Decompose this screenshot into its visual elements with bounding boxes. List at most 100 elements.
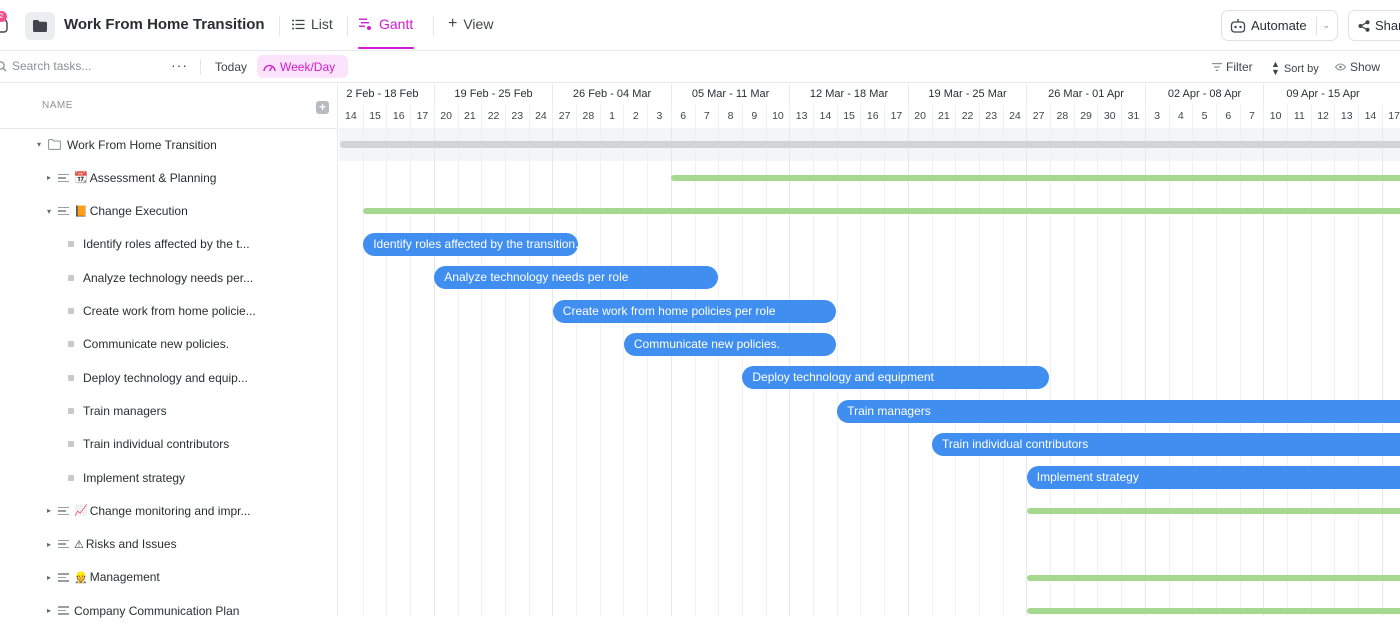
- week-label: 05 Mar - 11 Mar: [671, 84, 790, 105]
- day-label: 3: [647, 105, 671, 128]
- project-title: Work From Home Transition: [64, 16, 265, 33]
- automate-button[interactable]: Automate ⌄: [1221, 10, 1338, 41]
- day-label: 13: [789, 105, 813, 128]
- show-button[interactable]: Show: [1335, 60, 1380, 74]
- list-emoji-icon: 📆: [74, 171, 88, 184]
- search-input[interactable]: Search tasks...: [0, 59, 91, 73]
- week-day-scale-button[interactable]: Week/Day: [257, 55, 348, 78]
- task-status-icon[interactable]: [68, 441, 74, 447]
- week-label: 19 Mar - 25 Mar: [908, 84, 1027, 105]
- day-label: 13: [1334, 105, 1358, 128]
- row-label: Change Execution: [90, 204, 188, 218]
- caret-right-icon[interactable]: ▸: [44, 573, 54, 582]
- day-label: 15: [363, 105, 387, 128]
- list-row[interactable]: ▸📈Change monitoring and impr...: [0, 494, 338, 527]
- list-progress-bar[interactable]: [1027, 575, 1400, 581]
- caret-down-icon[interactable]: ▾: [44, 207, 54, 216]
- task-row[interactable]: Deploy technology and equip...: [0, 361, 338, 394]
- divider: [1316, 17, 1317, 35]
- task-bar[interactable]: Communicate new policies.: [624, 333, 836, 356]
- task-bar[interactable]: Train individual contributors: [932, 433, 1400, 456]
- day-gridline: [600, 128, 601, 616]
- day-label: 8: [718, 105, 742, 128]
- caret-right-icon[interactable]: ▸: [44, 606, 54, 615]
- sort-label: Sort by: [1284, 63, 1319, 75]
- list-row[interactable]: ▸⚠Risks and Issues: [0, 528, 338, 561]
- task-status-icon[interactable]: [68, 341, 74, 347]
- caret-right-icon[interactable]: ▸: [44, 173, 54, 182]
- tab-gantt[interactable]: Gantt: [359, 16, 413, 32]
- row-label: Analyze technology needs per...: [83, 271, 253, 285]
- day-gridline: [1287, 128, 1288, 616]
- row-label: Change monitoring and impr...: [90, 504, 251, 518]
- day-gridline: [1074, 128, 1075, 616]
- inbox-icon[interactable]: 2: [0, 14, 12, 34]
- task-row[interactable]: Train individual contributors: [0, 428, 338, 461]
- week-label: 26 Mar - 01 Apr: [1026, 84, 1145, 105]
- task-status-icon[interactable]: [68, 308, 74, 314]
- list-progress-bar[interactable]: [363, 208, 1400, 214]
- task-row[interactable]: Analyze technology needs per...: [0, 261, 338, 294]
- list-row[interactable]: ▾📙Change Execution: [0, 195, 338, 228]
- add-view-button[interactable]: + View: [448, 16, 493, 32]
- day-label: 31: [1121, 105, 1145, 128]
- list-row[interactable]: ▸📆Assessment & Planning: [0, 161, 338, 194]
- task-bar[interactable]: Deploy technology and equipment: [742, 366, 1049, 389]
- chevron-down-icon[interactable]: ⌄: [1323, 20, 1331, 31]
- caret-right-icon[interactable]: ▸: [44, 506, 54, 515]
- day-gridline: [410, 128, 411, 616]
- folder-summary-bar[interactable]: [340, 141, 1400, 148]
- day-label: 24: [1003, 105, 1027, 128]
- task-bar[interactable]: Implement strategy: [1027, 466, 1400, 489]
- folder-icon[interactable]: [25, 12, 55, 40]
- day-gridline: [1097, 128, 1098, 616]
- today-button[interactable]: Today: [215, 60, 247, 74]
- day-label: 30: [1097, 105, 1121, 128]
- list-progress-bar[interactable]: [1027, 508, 1400, 514]
- week-label: 2 Feb - 18 Feb: [339, 84, 434, 105]
- day-label: 17: [410, 105, 434, 128]
- task-row[interactable]: Train managers: [0, 394, 338, 427]
- task-row[interactable]: Identify roles affected by the t...: [0, 228, 338, 261]
- task-status-icon[interactable]: [68, 475, 74, 481]
- day-label: 17: [884, 105, 908, 128]
- task-status-icon[interactable]: [68, 241, 74, 247]
- filter-icon: [1212, 63, 1222, 71]
- task-bar[interactable]: Identify roles affected by the transitio…: [363, 233, 578, 256]
- list-progress-bar[interactable]: [1027, 608, 1400, 614]
- caret-down-icon[interactable]: ▾: [34, 140, 44, 149]
- day-gridline: [1311, 128, 1312, 616]
- add-column-button[interactable]: +: [316, 101, 329, 114]
- week-label: 02 Apr - 08 Apr: [1145, 84, 1264, 105]
- task-bar[interactable]: Analyze technology needs per role: [434, 266, 717, 289]
- day-label: 10: [766, 105, 790, 128]
- list-row[interactable]: ▸Company Communication Plan: [0, 594, 338, 627]
- day-label: 28: [576, 105, 600, 128]
- list-progress-bar[interactable]: [671, 175, 1400, 181]
- tab-list[interactable]: List: [292, 16, 333, 32]
- task-status-icon[interactable]: [68, 275, 74, 281]
- top-bar: 2 Work From Home Transition List Gantt +…: [0, 0, 1400, 51]
- eye-icon: [1335, 63, 1346, 71]
- task-row[interactable]: Create work from home policie...: [0, 295, 338, 328]
- task-status-icon[interactable]: [68, 375, 74, 381]
- task-bar[interactable]: Train managers: [837, 400, 1400, 423]
- task-row[interactable]: Implement strategy: [0, 461, 338, 494]
- row-label: Identify roles affected by the t...: [83, 237, 250, 251]
- divider: [279, 16, 280, 36]
- filter-button[interactable]: Filter: [1212, 60, 1253, 74]
- task-row[interactable]: Communicate new policies.: [0, 328, 338, 361]
- week-label: 12 Mar - 18 Mar: [789, 84, 908, 105]
- list-row[interactable]: ▸👷Management: [0, 561, 338, 594]
- caret-right-icon[interactable]: ▸: [44, 540, 54, 549]
- tab-label: Gantt: [379, 16, 413, 32]
- share-button[interactable]: Share: [1348, 10, 1400, 41]
- task-status-icon[interactable]: [68, 408, 74, 414]
- more-options-button[interactable]: ···: [171, 57, 188, 73]
- folder-outline-icon: [48, 139, 61, 150]
- row-label: Work From Home Transition: [67, 138, 217, 152]
- sort-button[interactable]: ▲▼ Sort by: [1271, 60, 1319, 76]
- day-label: 15: [837, 105, 861, 128]
- folder-row[interactable]: ▾ Work From Home Transition: [0, 128, 338, 161]
- task-bar[interactable]: Create work from home policies per role: [553, 300, 836, 323]
